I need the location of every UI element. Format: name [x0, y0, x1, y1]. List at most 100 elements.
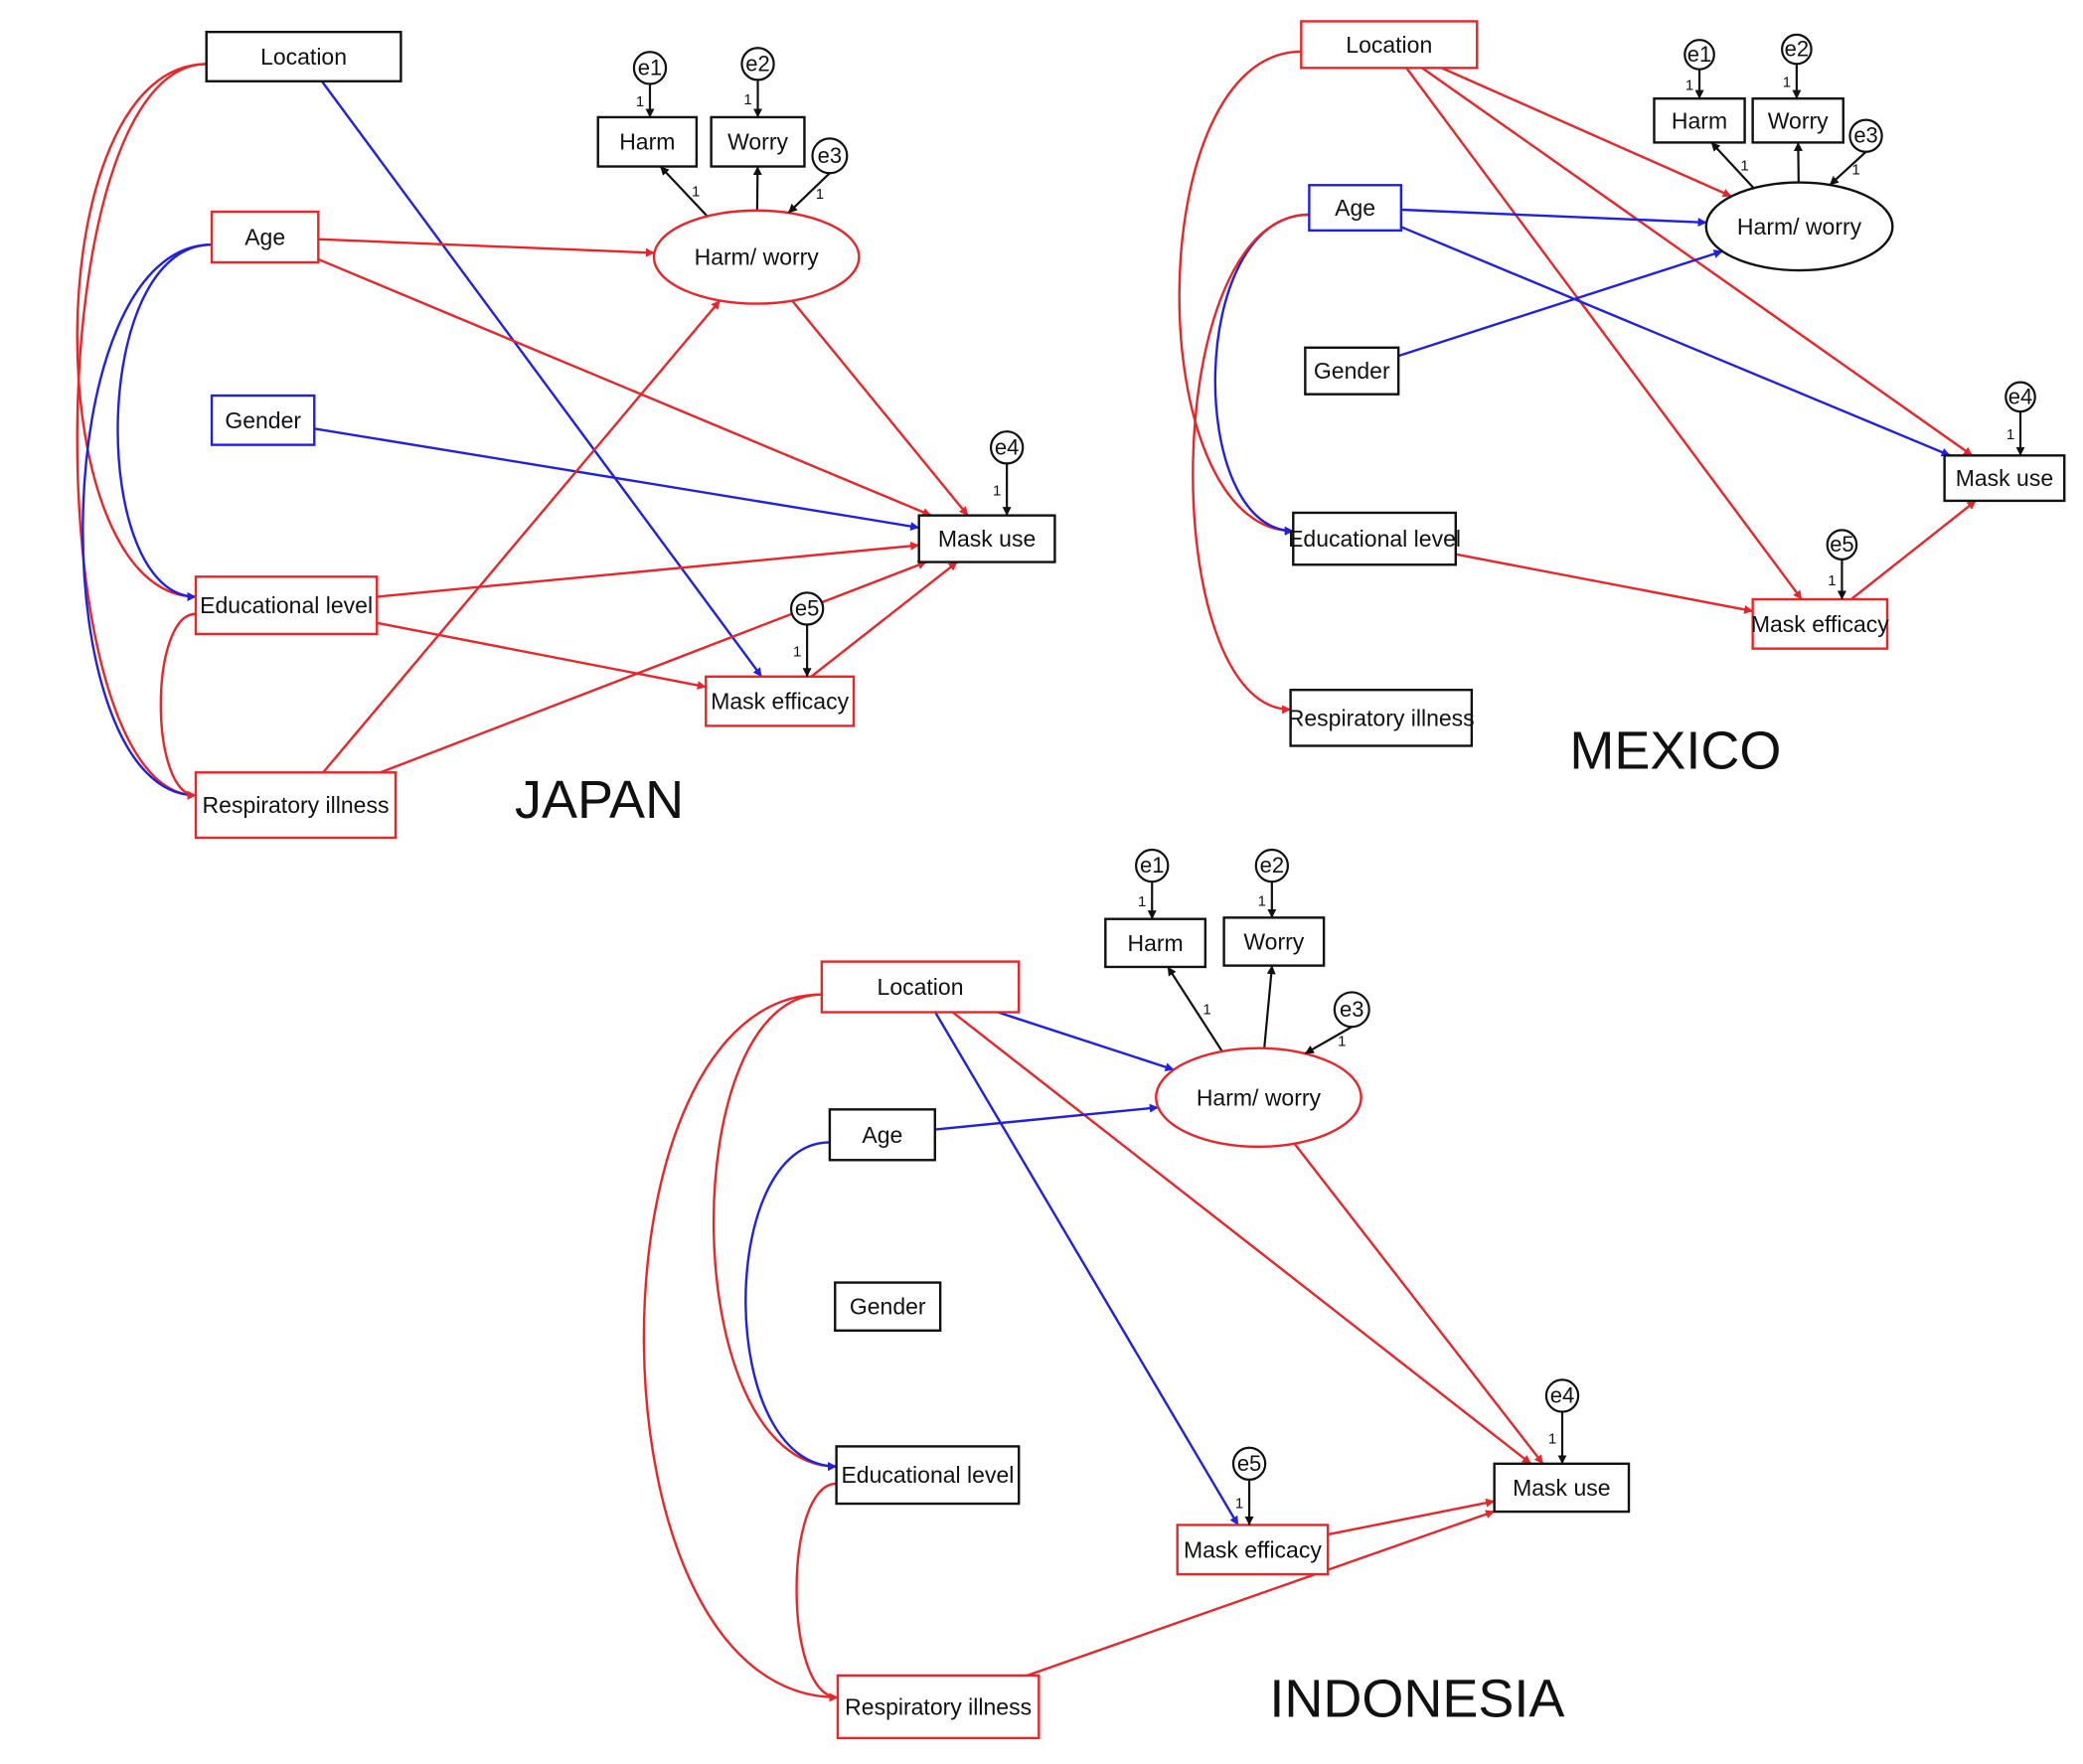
path-resp-to-maskuse [381, 562, 926, 773]
node-hw: Harm/ worry [1156, 1048, 1361, 1147]
node-label: Mask use [938, 526, 1036, 552]
error-label: e3 [1853, 123, 1877, 148]
path-age-to-hw [318, 240, 654, 253]
node-label: Harm [1127, 930, 1183, 956]
node-label: Respiratory illness [1288, 705, 1475, 730]
node-educ: Educational level [1288, 513, 1461, 564]
error-weight-label: 1 [1235, 1496, 1243, 1513]
error-weight-label: 1 [793, 644, 801, 661]
error-term-e2: e21 [741, 48, 773, 117]
path-maskeff-to-maskuse [1328, 1502, 1495, 1535]
node-maskeff: Mask efficacy [706, 677, 854, 726]
error-label: e3 [818, 143, 842, 168]
node-label: Mask efficacy [711, 689, 849, 715]
error-term-e1: e1 1 [634, 52, 666, 117]
covariance-location-resp [644, 995, 838, 1697]
path-hw-to-maskuse [1295, 1144, 1543, 1464]
error-label: e5 [1237, 1451, 1261, 1476]
node-harm: Harm [598, 117, 697, 167]
covariance-age-educ [1215, 215, 1310, 531]
path-educ-to-maskeff [377, 623, 706, 687]
node-maskuse: Mask use [919, 516, 1055, 562]
node-label: Location [260, 44, 347, 70]
covariance-location-educ [714, 995, 837, 1467]
node-worry: Worry [1224, 917, 1325, 965]
node-hw: Harm/ worry [1706, 183, 1893, 270]
covariance-location-educ [1180, 52, 1302, 531]
node-label: Location [878, 974, 964, 1000]
node-label: Location [1346, 32, 1432, 58]
covariance-location-educ [78, 64, 207, 596]
node-label: Age [1335, 195, 1375, 221]
node-label: Harm/ worry [1737, 214, 1862, 240]
node-label: Age [244, 225, 285, 250]
node-location: Location [1301, 21, 1477, 68]
error-label: e1 [1140, 853, 1164, 878]
node-label: Educational level [1288, 526, 1461, 552]
node-age: Age [1309, 185, 1400, 231]
error-label: e5 [795, 595, 819, 620]
error-term-e5: e51 [1828, 530, 1856, 599]
node-label: Worry [1243, 928, 1304, 954]
node-label: Educational level [200, 592, 373, 618]
covariance-location-resp [78, 64, 207, 795]
node-resp: Respiratory illness [838, 1676, 1039, 1738]
path-educ-to-maskuse [377, 546, 918, 597]
error-label: e1 [638, 55, 662, 80]
node-worry: Worry [712, 117, 805, 167]
error-label: e1 [1687, 42, 1711, 67]
path-educ-to-maskeff [1456, 555, 1753, 611]
error-label: e2 [1785, 37, 1809, 62]
error-weight-label: 1 [1685, 77, 1693, 93]
node-maskeff: Mask efficacy [1751, 599, 1889, 649]
error-weight-label: 1 [1851, 161, 1859, 178]
error-term-e5: e5 1 [791, 592, 823, 676]
loading-hw-to-worry [1264, 966, 1272, 1048]
node-worry: Worry [1753, 98, 1843, 142]
node-label: Gender [225, 407, 301, 433]
error-label: e2 [745, 51, 769, 76]
loading-weight-label: 1 [1202, 1001, 1210, 1018]
node-label: Respiratory illness [203, 792, 390, 818]
node-label: Mask efficacy [1751, 611, 1889, 637]
error-label: e4 [2008, 384, 2032, 408]
error-weight-label: 1 [1138, 893, 1146, 910]
covariance-educ-resp [161, 614, 196, 796]
loading-hw-to-harm [661, 167, 708, 217]
node-label: Gender [1314, 358, 1390, 384]
error-term-e4: e41 [991, 431, 1023, 515]
node-harm: Harm [1654, 98, 1744, 142]
error-label: e2 [1260, 853, 1284, 878]
node-label: Harm [619, 129, 675, 155]
node-label: Worry [727, 129, 788, 155]
error-term-e3: e31 [1305, 992, 1368, 1053]
node-label: Mask efficacy [1184, 1536, 1322, 1562]
node-label: Harm/ worry [695, 244, 820, 270]
node-maskuse: Mask use [1495, 1464, 1629, 1512]
error-weight-label: 1 [636, 93, 644, 110]
error-term-e1: e1 1 [1136, 850, 1168, 919]
node-educ: Educational level [837, 1446, 1020, 1504]
node-label: Harm/ worry [1197, 1084, 1322, 1110]
error-term-e2: e2 1 [1782, 35, 1811, 98]
node-maskeff: Mask efficacy [1178, 1524, 1328, 1574]
node-resp: Respiratory illness [196, 772, 396, 838]
error-term-e4: e41 [1546, 1379, 1578, 1463]
path-age-to-hw [935, 1107, 1159, 1129]
error-arrow [1830, 152, 1865, 185]
loading-weight-label: 1 [1740, 157, 1748, 174]
covariance-educ-resp [797, 1484, 838, 1697]
node-age: Age [830, 1109, 935, 1160]
error-weight-label: 1 [1338, 1034, 1346, 1050]
error-term-e4: e41 [2005, 383, 2034, 456]
panel-title-japan: JAPAN [515, 770, 684, 830]
loading-hw-to-harm [1168, 967, 1222, 1051]
covariance-age-resp [82, 244, 212, 795]
error-weight-label: 1 [1783, 75, 1791, 91]
node-label: Gender [850, 1294, 926, 1320]
node-age: Age [212, 212, 318, 262]
path-location-to-maskeff [322, 81, 761, 677]
panel-title-indonesia: INDONESIA [1269, 1669, 1564, 1728]
